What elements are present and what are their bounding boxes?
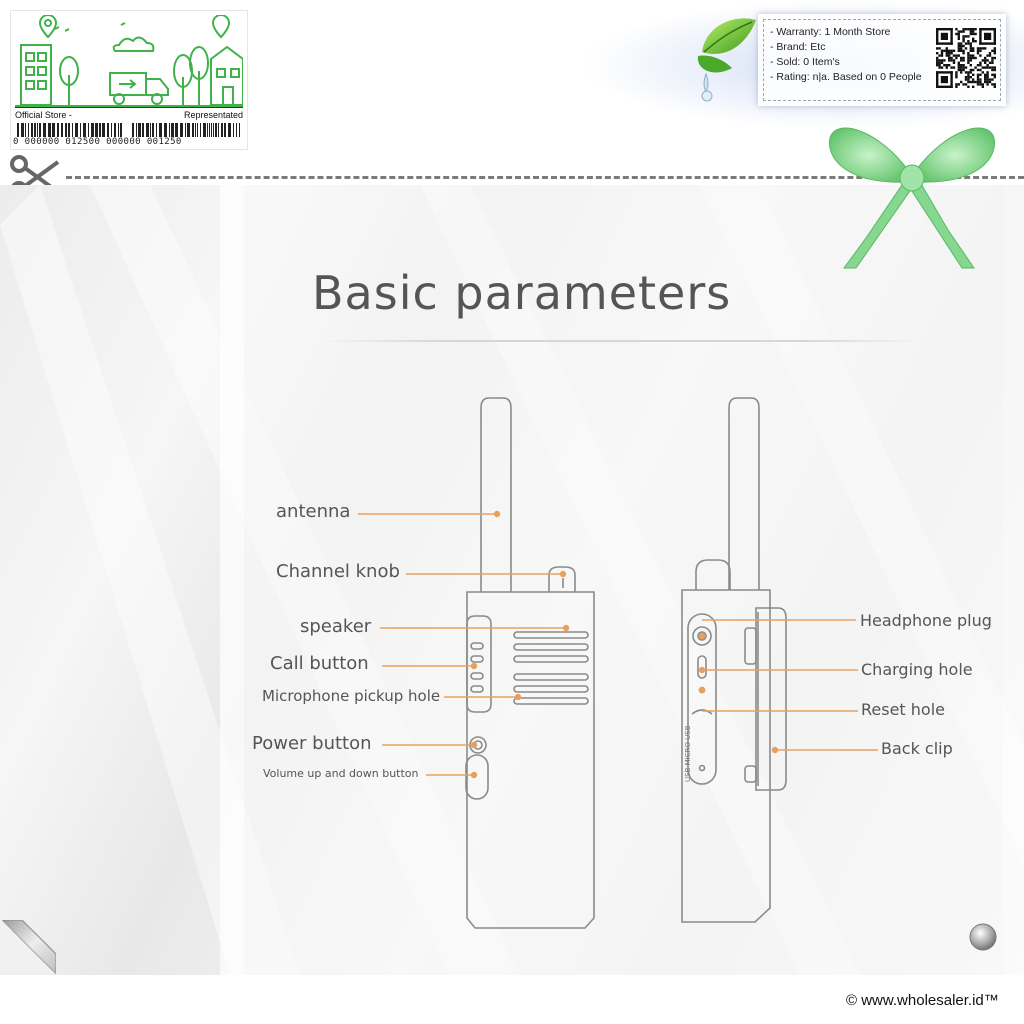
delivery-city-illustration [15, 15, 243, 107]
leaf-water-drop-icon [697, 18, 756, 102]
label-back-clip: Back clip [881, 739, 953, 758]
qr-code [936, 28, 996, 88]
represented-label: Representated [183, 110, 243, 120]
barcode-number: 0 000000 012500 000000 001250 [13, 137, 182, 147]
barcode [17, 123, 240, 137]
diagram-card [244, 185, 1002, 975]
warranty-text: - Warranty: 1 Month Store [770, 26, 891, 38]
label-channel-knob: Channel knob [276, 561, 400, 582]
info-panel-border [763, 19, 1001, 101]
label-microphone-hole: Microphone pickup hole [262, 687, 441, 705]
title-divider [322, 340, 924, 342]
metal-button-icon [969, 923, 997, 951]
label-power-button: Power button [252, 733, 372, 754]
label-charging-hole: Charging hole [861, 660, 973, 679]
panel-edge-highlight [220, 185, 244, 975]
label-headphone-plug: Headphone plug [860, 611, 992, 630]
usb-side-text: USB MICRO USB [684, 725, 692, 782]
page-curl-icon [2, 920, 56, 974]
label-speaker: speaker [300, 616, 372, 637]
panel-edge-right [1002, 185, 1024, 975]
store-badge-card: Official Store - Representated 0 000000 … [10, 10, 248, 150]
store-card-labels: Official Store - Representated [15, 107, 243, 122]
green-bow-ribbon [829, 127, 995, 269]
brand-text: - Brand: Etc [770, 41, 826, 53]
cut-dashed-line [66, 176, 1024, 179]
label-antenna: antenna [276, 501, 351, 522]
sold-text: - Sold: 0 Item's [770, 56, 840, 68]
label-call-button: Call button [270, 653, 369, 674]
copyright-footer: © www.wholesaler.id™ [846, 992, 999, 1009]
page-title: Basic parameters [312, 266, 732, 320]
label-volume-buttons: Volume up and down button [263, 767, 419, 780]
label-reset-hole: Reset hole [861, 700, 945, 719]
official-store-label: Official Store - [15, 110, 72, 120]
rating-text: - Rating: n|a. Based on 0 People [770, 71, 922, 83]
